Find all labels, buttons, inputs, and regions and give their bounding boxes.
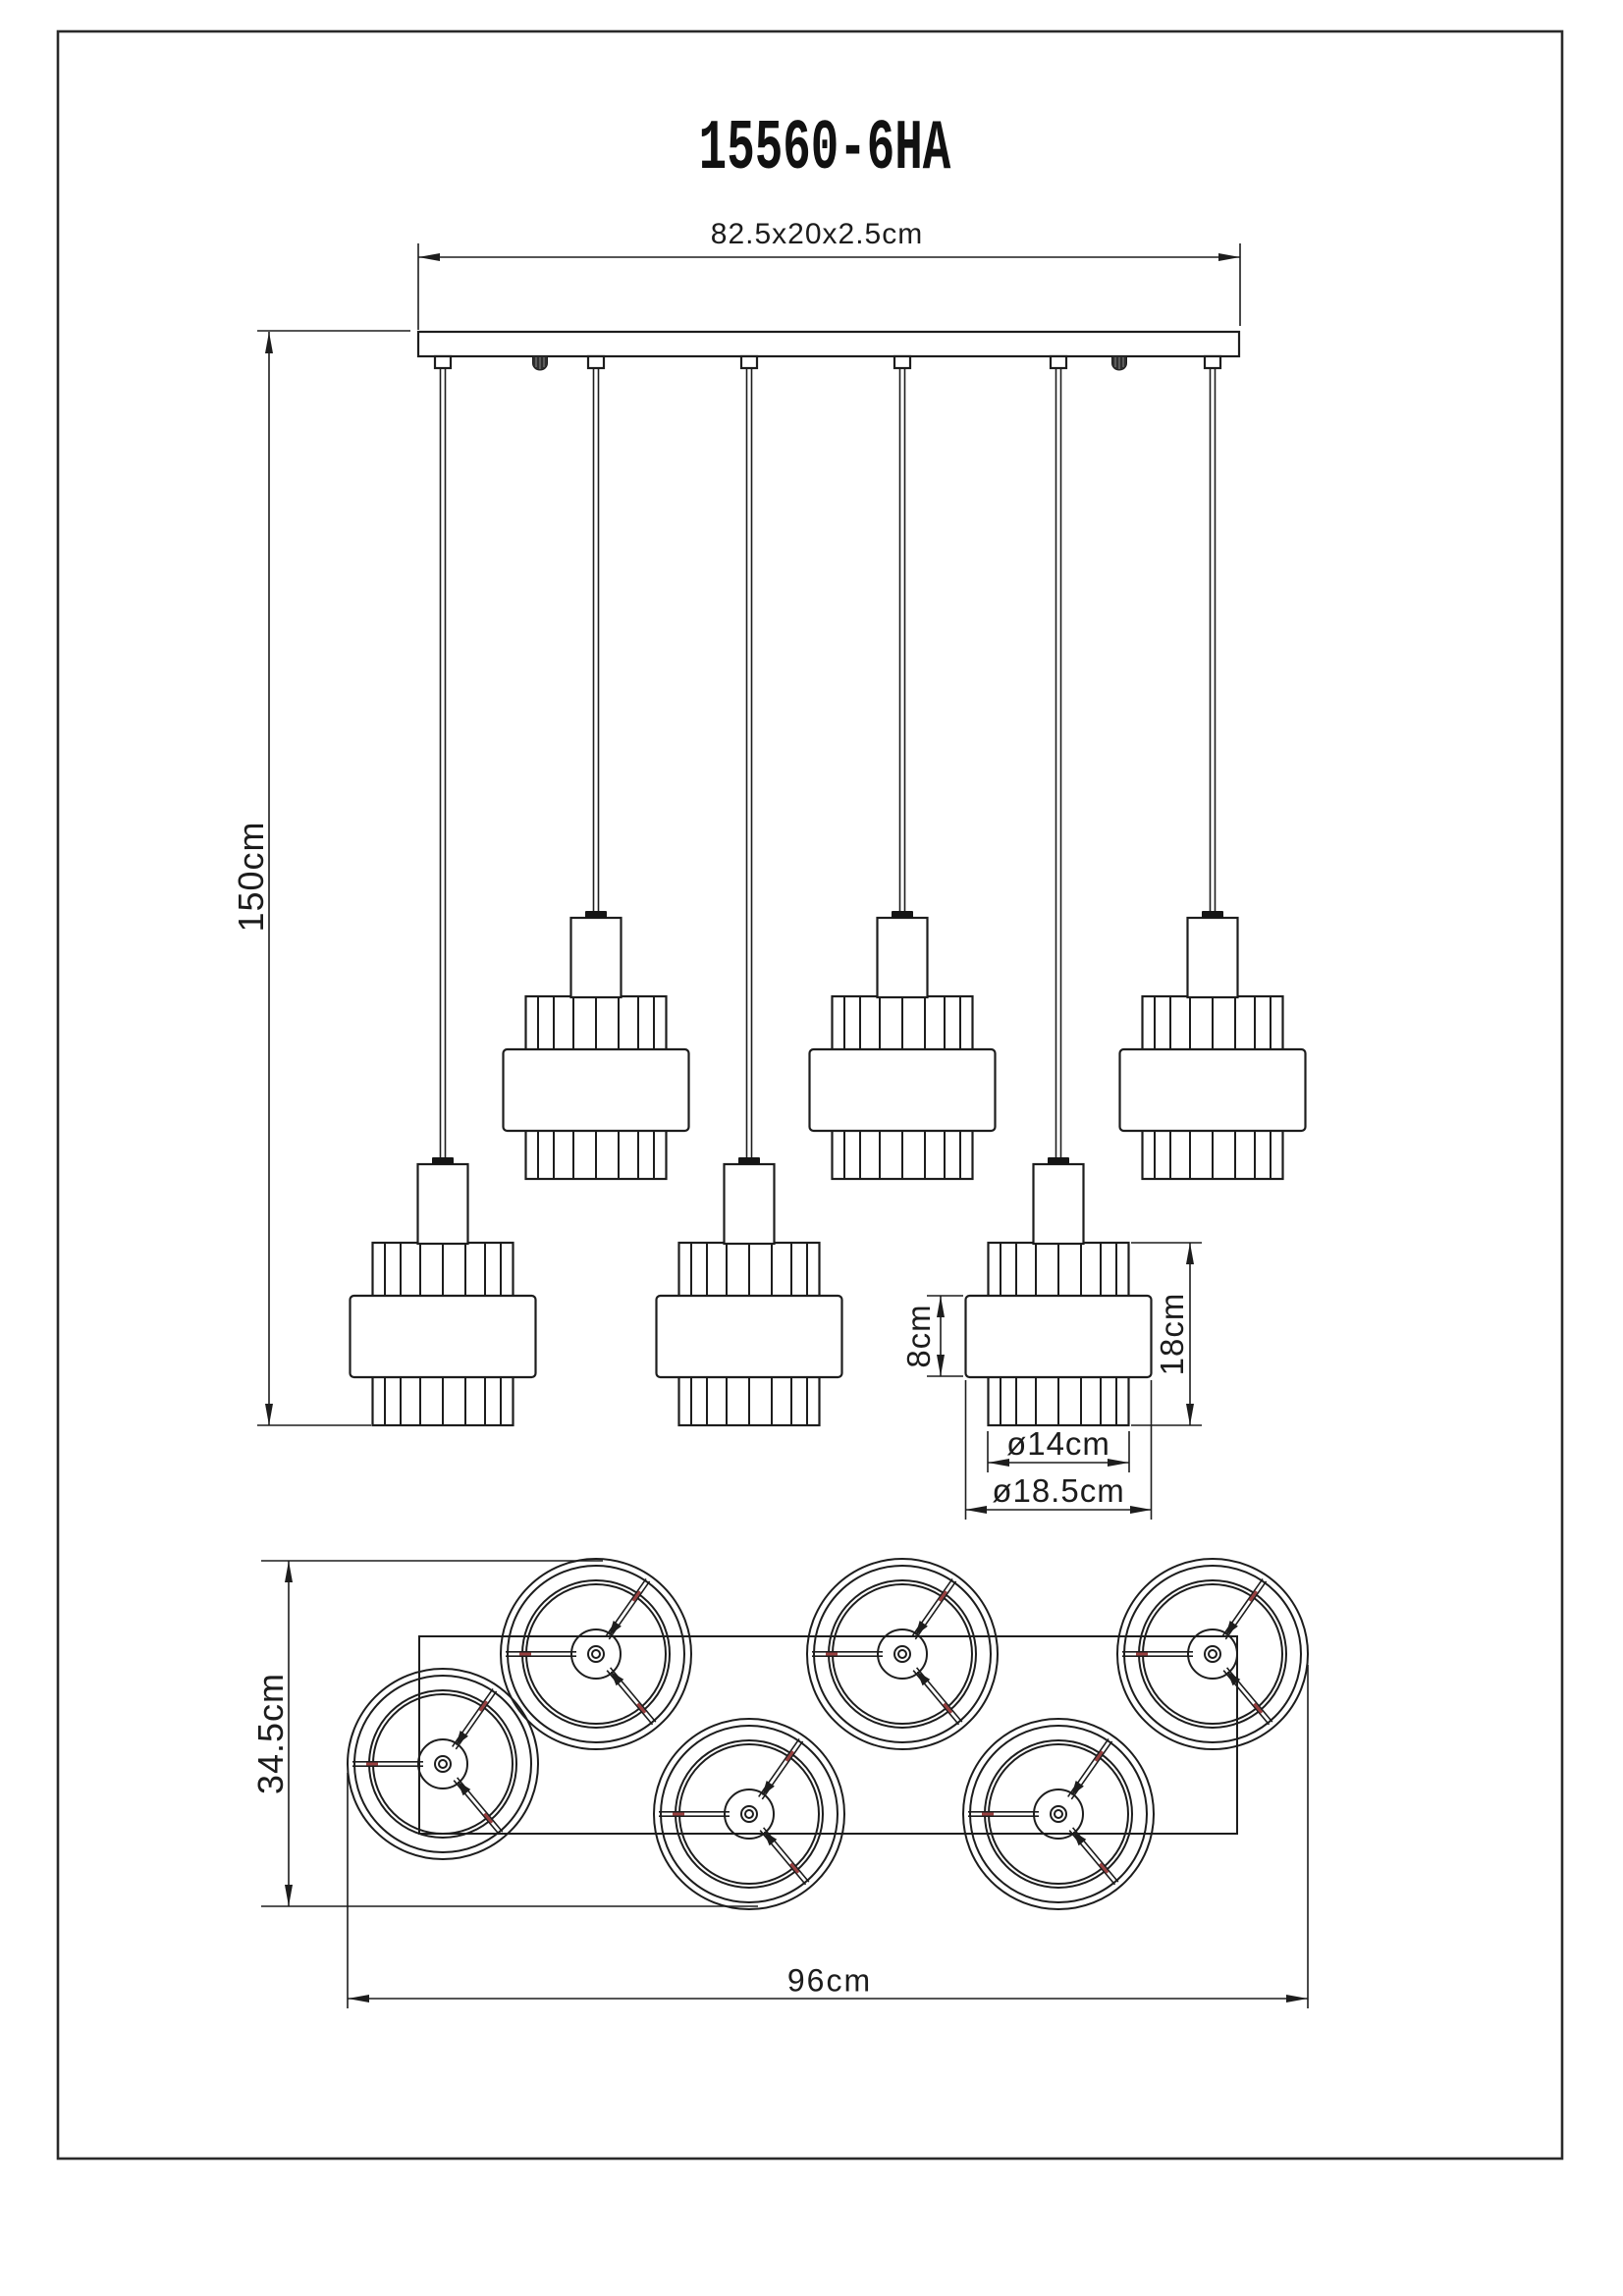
shade-circle: [961, 1717, 1156, 1911]
depth-label: 34.5cm: [250, 1672, 291, 1795]
mounting-screw-icon: [1111, 355, 1127, 371]
drawing-title: 15560-6HA: [698, 109, 951, 189]
mounting-screw-icon: [532, 355, 548, 371]
outer-diameter-label: ø18.5cm: [992, 1472, 1125, 1509]
shade-circle: [499, 1557, 693, 1751]
shade-circle: [346, 1667, 540, 1861]
canopy-dimension-lines: [417, 243, 1241, 330]
ceiling-canopy-bar: [416, 330, 1241, 358]
pendant-lamp: [349, 1155, 537, 1427]
pendant-lamp: [808, 909, 997, 1181]
shade-height-dimension-lines: [1131, 1242, 1202, 1426]
suspension-cords: [439, 368, 1217, 1158]
drop-height-label: 150cm: [231, 821, 271, 933]
cord-connectors: [433, 354, 1222, 371]
outer-diameter-dimension-lines: [964, 1380, 1153, 1520]
overall-width-dimension-lines: [347, 1665, 1309, 2008]
pendant-lamp: [502, 909, 690, 1181]
band-height-label: 8cm: [900, 1304, 937, 1368]
shade-circle: [652, 1717, 846, 1911]
shade-circles-plan: [346, 1557, 1310, 1911]
shade-circle: [805, 1557, 1000, 1751]
top-view: [261, 1557, 1310, 2008]
shade-height-label: 18cm: [1154, 1292, 1190, 1376]
band-height-dimension-lines: [927, 1295, 963, 1377]
canopy-dimension-label: 82.5x20x2.5cm: [710, 218, 924, 250]
front-view: [257, 243, 1307, 1520]
sheet-frame: [56, 29, 1564, 2161]
inner-diameter-dimension-lines: [987, 1431, 1130, 1472]
inner-diameter-label: ø14cm: [1006, 1425, 1110, 1462]
pendant-lamp: [1118, 909, 1307, 1181]
pendant-lamp: [964, 1155, 1153, 1427]
canopy-plate-plan: [418, 1635, 1238, 1835]
depth-dimension-lines: [261, 1560, 758, 1907]
pendant-lamp: [655, 1155, 843, 1427]
drop-height-dimension-lines: [257, 330, 410, 1426]
overall-width-label: 96cm: [786, 1962, 873, 1999]
shade-circle: [1115, 1557, 1310, 1751]
